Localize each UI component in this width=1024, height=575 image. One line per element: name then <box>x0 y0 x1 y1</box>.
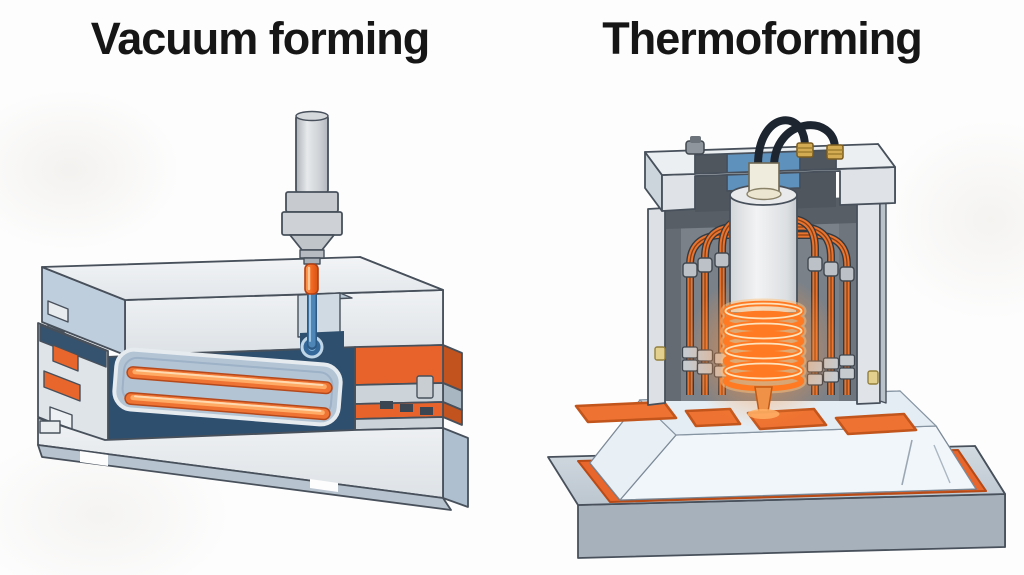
mold-bottom-slab <box>37 417 469 511</box>
mold-box <box>37 256 469 511</box>
guide-pin <box>416 375 434 399</box>
vent-knob-top <box>690 136 701 143</box>
nozzle-shaft <box>295 114 329 194</box>
tube-clip <box>714 252 730 268</box>
heater-rod <box>124 391 331 421</box>
heating-chamber <box>112 347 343 427</box>
clamp-hardware <box>380 375 434 415</box>
mold-top-slab <box>41 256 444 356</box>
left-cutaway-column <box>37 322 109 446</box>
bottom-slab-step <box>39 420 61 434</box>
foot-notch <box>80 451 108 466</box>
interior-left-shadow <box>665 203 681 401</box>
foot-notch <box>310 479 338 492</box>
heater-cartridge <box>720 116 839 419</box>
thermoforming-title: Thermoforming <box>602 13 923 64</box>
nozzle-neck <box>299 249 325 259</box>
brass-fitting <box>796 142 814 158</box>
nozzle-collar-upper <box>285 191 339 213</box>
heater-rod <box>126 366 333 395</box>
nozzle-shaft-top <box>295 110 329 122</box>
left-wall <box>647 207 666 406</box>
feed-tube <box>307 286 317 350</box>
top-slab-top-face <box>41 256 444 301</box>
tube-clip <box>838 354 856 367</box>
slab-notch <box>47 300 69 323</box>
thermoforming-illustration <box>547 116 1006 559</box>
brass-fitting <box>826 144 844 160</box>
wall-clip <box>867 370 879 385</box>
tube-clip <box>682 262 698 278</box>
recess-wall <box>297 292 341 338</box>
cap-collar <box>746 187 782 201</box>
wall-clip <box>654 346 666 361</box>
clamp-band-stack <box>354 344 463 431</box>
tube-clip <box>839 266 855 282</box>
top-fittings <box>685 136 844 160</box>
vacuum-forming-title: Vacuum forming <box>90 13 431 64</box>
tube-clip <box>823 261 839 277</box>
heater-pad <box>834 412 918 436</box>
right-wall-side <box>879 199 887 404</box>
tray-crease <box>933 444 951 484</box>
column-navy-band <box>39 324 107 368</box>
nozzle-collar-lower <box>281 211 343 236</box>
column-gasket-block <box>43 370 81 402</box>
clamp-block <box>400 404 413 412</box>
clamp-block <box>420 407 433 415</box>
heater-pad <box>574 400 678 424</box>
nozzle-neck-small <box>303 257 321 265</box>
power-cable <box>754 116 809 169</box>
power-cables <box>754 116 839 171</box>
column-gasket-block <box>52 344 79 372</box>
clamp-block <box>380 401 393 409</box>
tube-clip <box>807 256 823 272</box>
tube-clip <box>697 257 713 273</box>
coil-tip-glow <box>747 409 780 419</box>
vacuum-forming-illustration <box>37 110 469 511</box>
tube-clips-upper <box>682 252 855 282</box>
heated-tip <box>304 263 319 295</box>
rim-front-face <box>661 166 896 212</box>
bottom-slab-right-face <box>442 427 469 508</box>
mold-cavity <box>104 346 356 441</box>
tray-crease <box>901 439 913 486</box>
bottom-slab-bevel <box>37 444 452 511</box>
plug-nozzle <box>281 110 343 350</box>
nozzle-taper <box>289 234 335 251</box>
tube-clip <box>838 367 856 380</box>
cartridge-body <box>729 194 798 314</box>
power-cable <box>770 121 839 171</box>
heater-coil <box>720 298 807 394</box>
